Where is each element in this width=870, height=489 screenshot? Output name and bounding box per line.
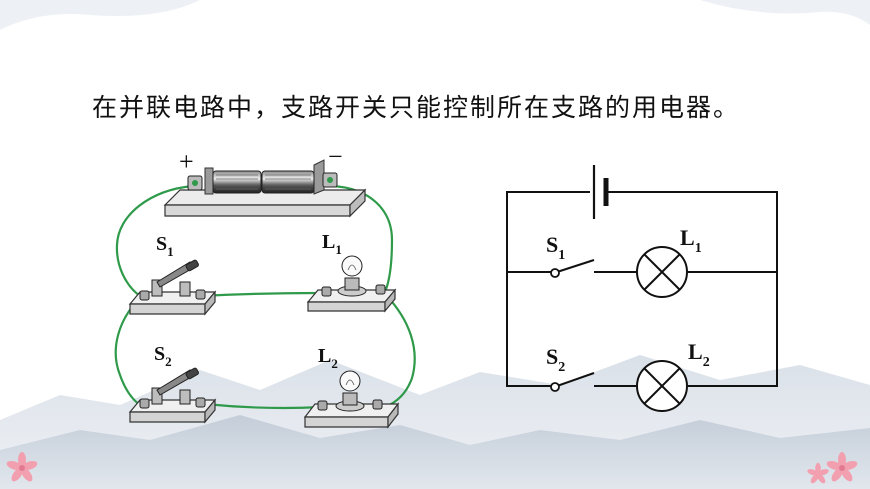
switch2-blade	[556, 372, 595, 387]
switch1-device	[128, 259, 217, 316]
flower-left-icon	[6, 452, 38, 482]
battery-plus-sign: +	[179, 147, 194, 176]
mountain-front	[0, 415, 870, 489]
schematic-lamp2-icon	[636, 360, 688, 412]
battery-terminal-plus	[187, 175, 203, 191]
battery-cells	[212, 170, 315, 194]
battery-terminal-minus	[322, 172, 338, 188]
schematic-switch2-label: S2	[546, 344, 565, 375]
wire-switch2-lamp2	[204, 402, 323, 410]
schematic-lamp1-icon	[636, 246, 688, 298]
wire-battery-left	[115, 184, 194, 297]
slide-headline: 在并联电路中，支路开关只能控制所在支路的用电器。	[92, 93, 741, 122]
battery-base	[163, 188, 367, 218]
switch1-blade	[556, 259, 595, 273]
wire-switch1-lamp1	[199, 291, 321, 298]
schematic-switch1-pivot	[550, 268, 560, 278]
lamp2-device	[303, 370, 400, 429]
switch1-label: S1	[156, 233, 174, 259]
battery-minus-sign: −	[328, 142, 343, 171]
physical-circuit: + − S1 L1	[114, 142, 416, 429]
battery-holder-left	[204, 167, 214, 195]
schematic-lamp1-label: L1	[680, 225, 702, 256]
wire-left-branch	[114, 297, 141, 406]
schematic-wire-top-right	[608, 191, 778, 387]
switch2-label: S2	[154, 343, 172, 369]
schematic-wire-top-left	[506, 191, 590, 387]
lamp2-label: L2	[318, 345, 338, 371]
wire-right-branch	[384, 293, 416, 409]
schematic-switch1-label: S1	[546, 232, 565, 263]
flower-right-small-icon	[807, 462, 829, 484]
flower-right-icon	[826, 452, 858, 482]
switch2-device	[128, 367, 217, 424]
schematic-lamp2-label: L2	[688, 339, 710, 370]
schematic-circuit	[506, 165, 778, 387]
lamp1-label: L1	[322, 231, 342, 257]
schematic-switch2-pivot	[550, 382, 560, 392]
lamp1-device	[306, 255, 397, 313]
